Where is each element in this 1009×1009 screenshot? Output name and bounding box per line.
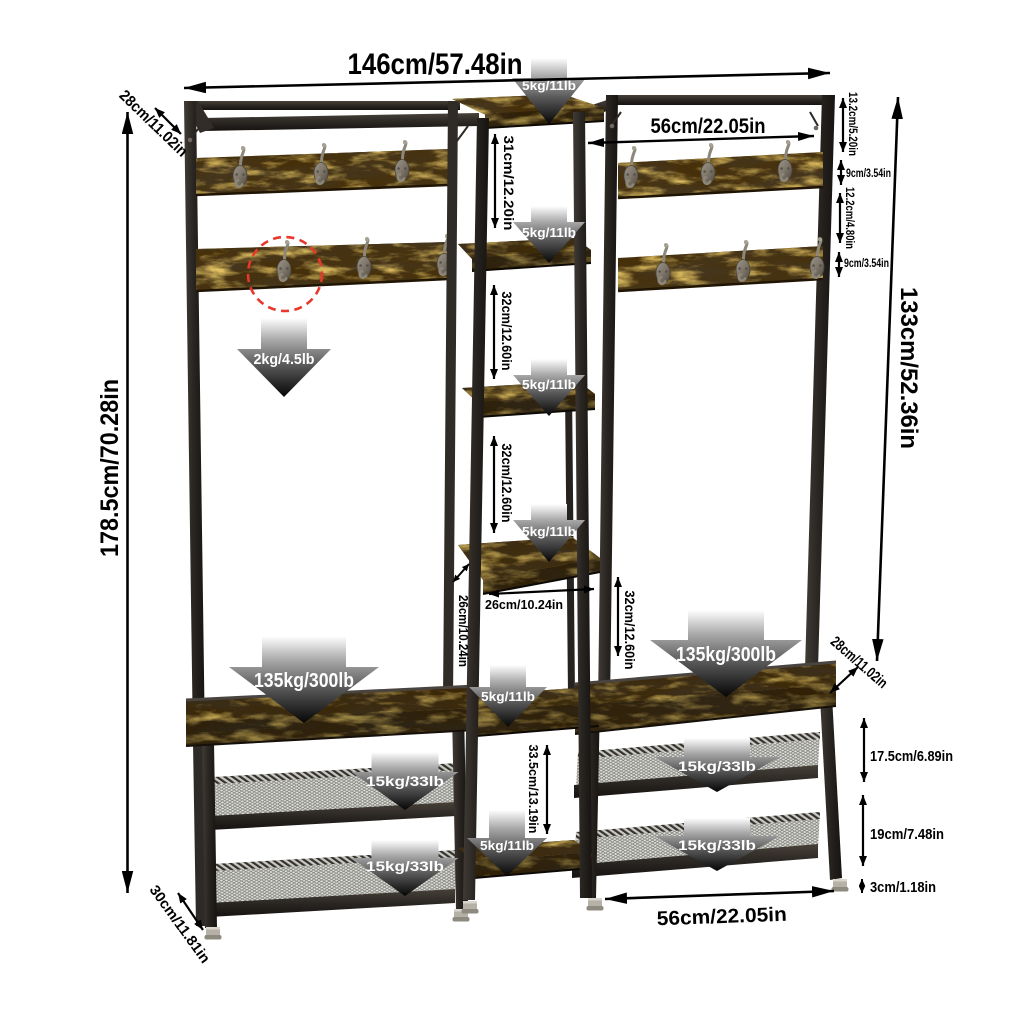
svg-text:2kg/4.5lb: 2kg/4.5lb: [254, 351, 315, 368]
svg-text:135kg/300lb: 135kg/300lb: [254, 670, 354, 692]
svg-text:5kg/11lb: 5kg/11lb: [522, 524, 576, 539]
svg-text:12.2cm/4.80in: 12.2cm/4.80in: [843, 187, 855, 249]
svg-text:9cm/3.54in: 9cm/3.54in: [846, 168, 891, 180]
svg-text:32cm/12.60in: 32cm/12.60in: [499, 444, 514, 523]
svg-text:56cm/22.05in: 56cm/22.05in: [656, 904, 787, 931]
svg-text:9cm/3.54in: 9cm/3.54in: [844, 258, 889, 270]
svg-text:5kg/11lb: 5kg/11lb: [480, 838, 534, 853]
svg-text:5kg/11lb: 5kg/11lb: [522, 377, 576, 392]
svg-text:15kg/33lb: 15kg/33lb: [678, 837, 756, 853]
svg-text:32cm/12.60in: 32cm/12.60in: [499, 292, 514, 371]
svg-text:32cm/12.60in: 32cm/12.60in: [622, 591, 637, 670]
svg-text:5kg/11lb: 5kg/11lb: [522, 225, 576, 240]
svg-text:178.5cm/70.28in: 178.5cm/70.28in: [96, 379, 124, 557]
svg-text:13.2cm/5.20in: 13.2cm/5.20in: [846, 92, 858, 156]
svg-text:26cm/10.24in: 26cm/10.24in: [456, 595, 471, 667]
svg-text:3cm/1.18in: 3cm/1.18in: [870, 879, 936, 896]
svg-text:17.5cm/6.89in: 17.5cm/6.89in: [870, 748, 953, 765]
svg-text:33.5cm/13.19in: 33.5cm/13.19in: [526, 745, 541, 834]
svg-text:26cm/10.24in: 26cm/10.24in: [485, 597, 563, 612]
svg-text:15kg/33lb: 15kg/33lb: [366, 773, 444, 789]
svg-text:15kg/33lb: 15kg/33lb: [678, 758, 756, 774]
svg-text:133cm/52.36in: 133cm/52.36in: [895, 287, 922, 449]
svg-text:56cm/22.05in: 56cm/22.05in: [651, 115, 766, 138]
svg-text:135kg/300lb: 135kg/300lb: [676, 644, 776, 666]
svg-text:15kg/33lb: 15kg/33lb: [366, 858, 444, 874]
svg-text:19cm/7.48in: 19cm/7.48in: [870, 826, 944, 843]
svg-text:146cm/57.48in: 146cm/57.48in: [348, 48, 523, 81]
svg-text:5kg/11lb: 5kg/11lb: [481, 689, 535, 704]
svg-text:31cm/12.20in: 31cm/12.20in: [501, 136, 516, 231]
